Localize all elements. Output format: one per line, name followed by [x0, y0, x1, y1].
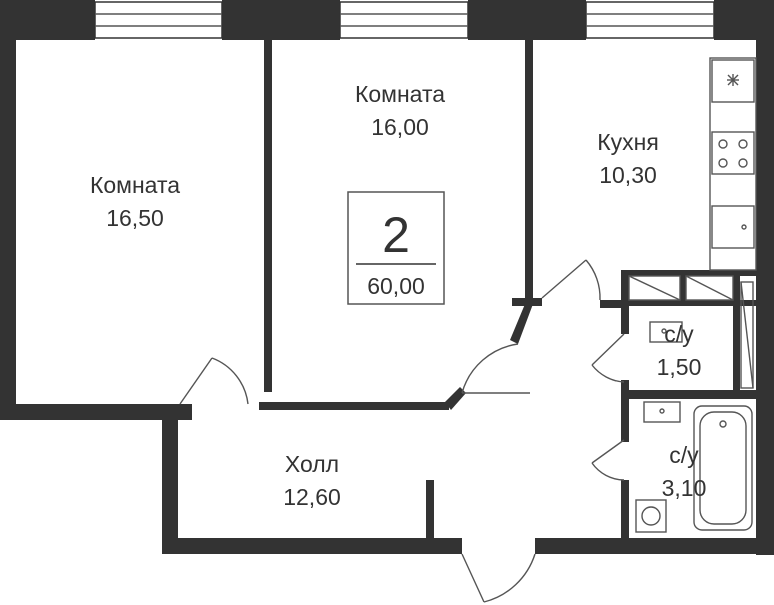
windows	[94, 1, 715, 39]
room-left: Комната 16,50	[90, 172, 180, 231]
window-icon	[94, 1, 223, 39]
window-icon	[585, 1, 715, 39]
room-area: 16,00	[371, 114, 429, 140]
door-icon	[541, 259, 601, 301]
stove-icon	[711, 131, 755, 175]
bathtub-icon	[693, 405, 753, 531]
door-icon	[591, 439, 625, 481]
rooms-count: 2	[382, 207, 410, 263]
wardrobe-icon	[628, 275, 754, 389]
door-icon	[461, 343, 530, 394]
room-label: Холл	[285, 451, 339, 477]
door-icon	[179, 357, 249, 405]
apartment-badge: 2 60,00	[347, 191, 445, 305]
hall: Холл 12,60	[283, 451, 341, 510]
room-area: 1,50	[657, 354, 702, 380]
room-label: Кухня	[597, 129, 659, 155]
total-area: 60,00	[367, 273, 425, 299]
door-icon	[461, 553, 536, 603]
room-area: 10,30	[599, 162, 657, 188]
room-area: 16,50	[106, 205, 164, 231]
kitchen-counter	[709, 57, 757, 271]
bathroom-large: с/у 3,10	[662, 442, 707, 501]
room-label: Комната	[90, 172, 180, 198]
sink-icon	[711, 205, 755, 249]
window-icon	[339, 1, 469, 39]
bathroom-small: с/у 1,50	[657, 321, 702, 380]
toilet-icon	[635, 499, 667, 533]
room-area: 12,60	[283, 484, 341, 510]
fridge-icon	[711, 59, 755, 103]
inner-walls	[259, 40, 756, 540]
bathroom-small-sink	[649, 321, 683, 343]
room-center: Комната 16,00	[355, 81, 445, 140]
room-label: с/у	[669, 442, 699, 468]
room-label: с/у	[664, 321, 694, 347]
room-label: Комната	[355, 81, 445, 107]
door-icon	[591, 333, 625, 383]
bathroom-large-sink	[643, 401, 681, 423]
outer-walls	[0, 0, 774, 555]
room-area: 3,10	[662, 475, 707, 501]
doors	[179, 259, 625, 603]
kitchen: Кухня 10,30	[597, 129, 659, 188]
